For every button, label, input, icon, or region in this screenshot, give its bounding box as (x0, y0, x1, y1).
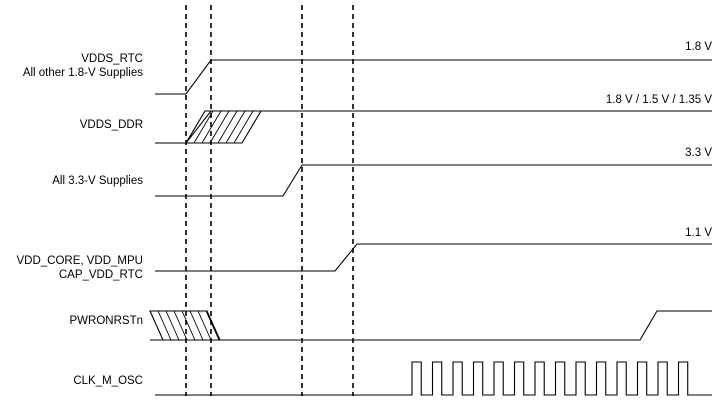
signal-label-clk-m-osc: CLK_M_OSC (73, 375, 143, 387)
signal-label-cap-vdd-rtc: CAP_VDD_RTC (59, 269, 143, 281)
signal-label-pwronrstn: PWRONRSTn (70, 315, 143, 327)
signal-label-vdds-rtc-sub: All other 1.8-V Supplies (23, 67, 143, 79)
signal-label-vdds-ddr: VDDS_DDR (80, 119, 143, 131)
signal-label-vdd-core-vdd-mpu: VDD_CORE, VDD_MPU (16, 255, 143, 267)
waveform-vdd_core (155, 243, 712, 272)
voltage-label-1v8: 1.8 V (685, 41, 712, 53)
hatch-stroke (173, 310, 188, 341)
hatch-stroke (217, 110, 238, 144)
hatch-region-pwronrstn (149, 310, 221, 341)
hatch-stroke (189, 310, 204, 341)
hatch-stroke (165, 310, 180, 341)
waveforms-group (150, 59, 712, 396)
hatch-region-vdds_ddr (185, 110, 262, 144)
voltage-label-3v3: 3.3 V (685, 147, 712, 159)
hatch-stroke (209, 110, 230, 144)
hatched-regions-group (149, 110, 262, 341)
hatch-stroke (233, 110, 254, 144)
hatch-outline-vdds_ddr (185, 110, 262, 144)
hatch-stroke (197, 310, 212, 341)
waveform-vdds_rtc (155, 59, 712, 95)
marker-lines-group (185, 5, 354, 396)
hatch-stroke (193, 110, 214, 144)
hatch-stroke (225, 110, 246, 144)
waveform-clk_m_osc (155, 361, 712, 396)
voltage-label-ddr: 1.8 V / 1.5 V / 1.35 V (606, 94, 712, 106)
hatch-stroke (205, 310, 220, 341)
hatch-stroke (157, 310, 172, 341)
signal-label-vdds-rtc: VDDS_RTC (81, 53, 143, 65)
hatch-outline-pwronrstn (149, 310, 221, 341)
voltage-label-1v1: 1.1 V (685, 227, 712, 239)
signal-label-all-3v3-supplies: All 3.3-V Supplies (52, 175, 143, 187)
waveform-supplies_3v3 (155, 164, 712, 197)
waveform-pwronrstn (150, 310, 712, 341)
hatch-stroke (201, 110, 222, 144)
hatch-stroke (181, 310, 196, 341)
waveform-vdds_ddr (155, 110, 712, 144)
